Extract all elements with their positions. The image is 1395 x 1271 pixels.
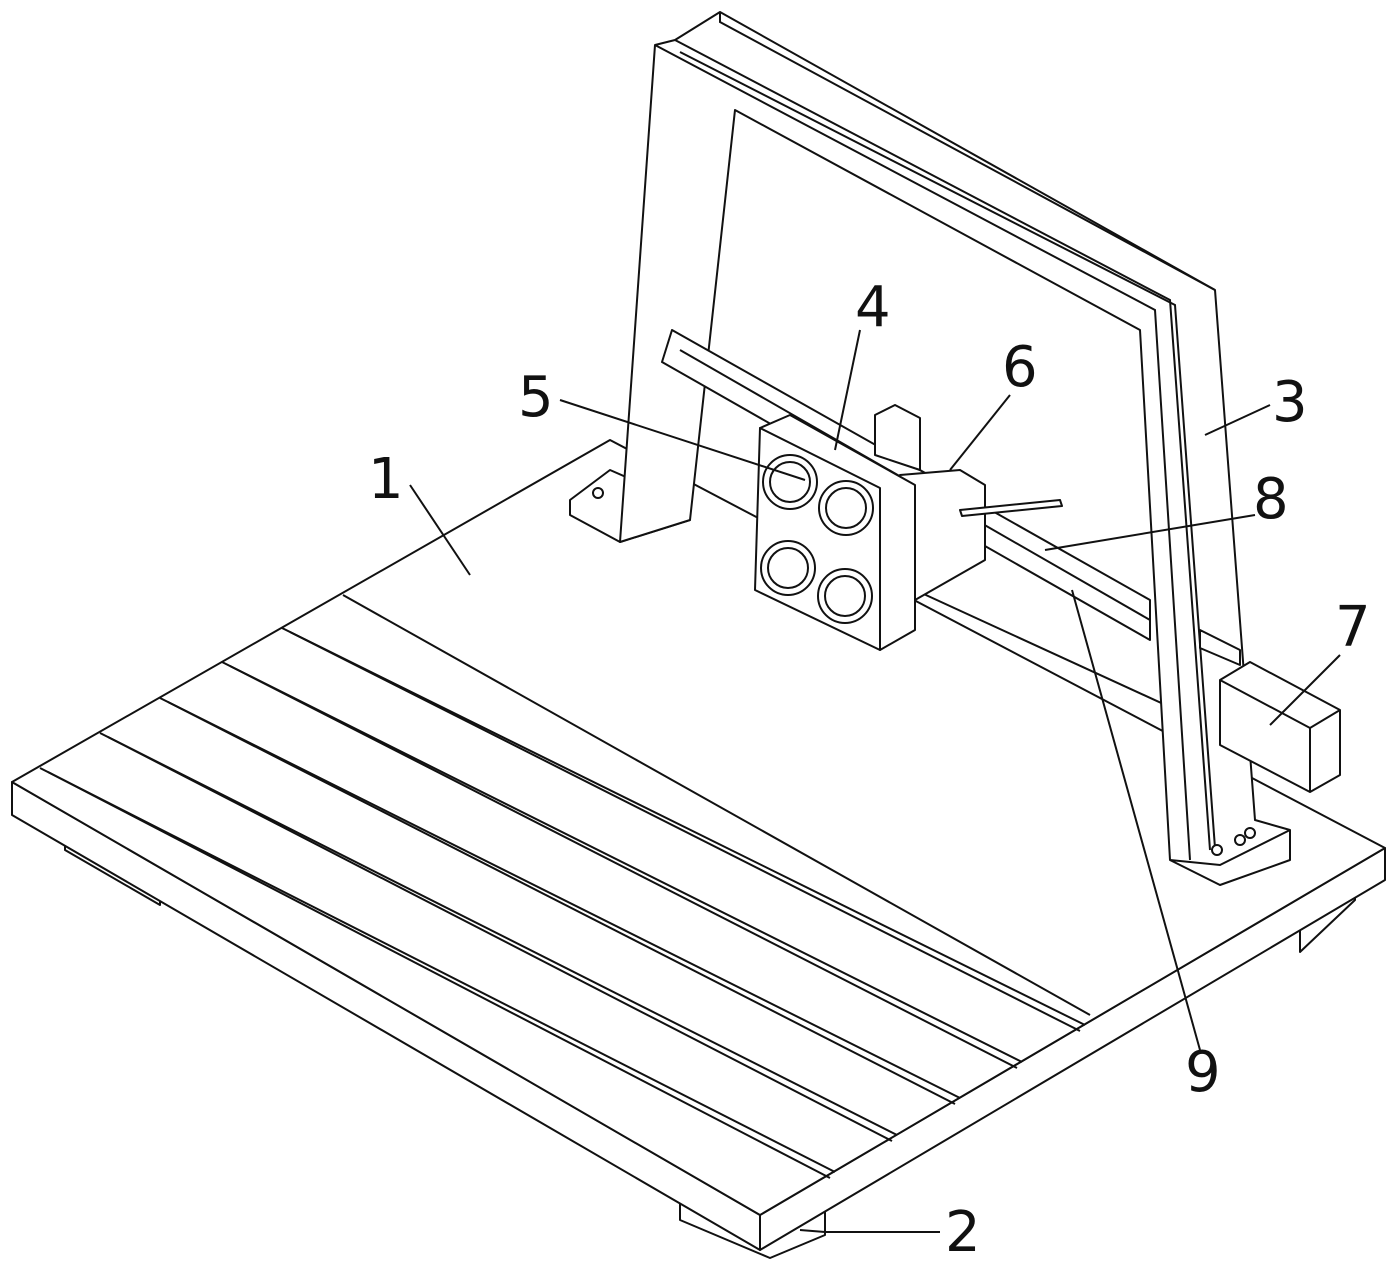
label-2: 2 [945, 1205, 981, 1261]
label-3: 3 [1272, 375, 1308, 431]
label-7: 7 [1335, 600, 1371, 656]
label-5: 5 [518, 370, 554, 426]
label-6: 6 [1002, 340, 1038, 396]
label-8: 8 [1253, 472, 1289, 528]
label-9: 9 [1185, 1045, 1221, 1101]
label-1: 1 [368, 452, 404, 508]
label-4: 4 [855, 280, 891, 336]
